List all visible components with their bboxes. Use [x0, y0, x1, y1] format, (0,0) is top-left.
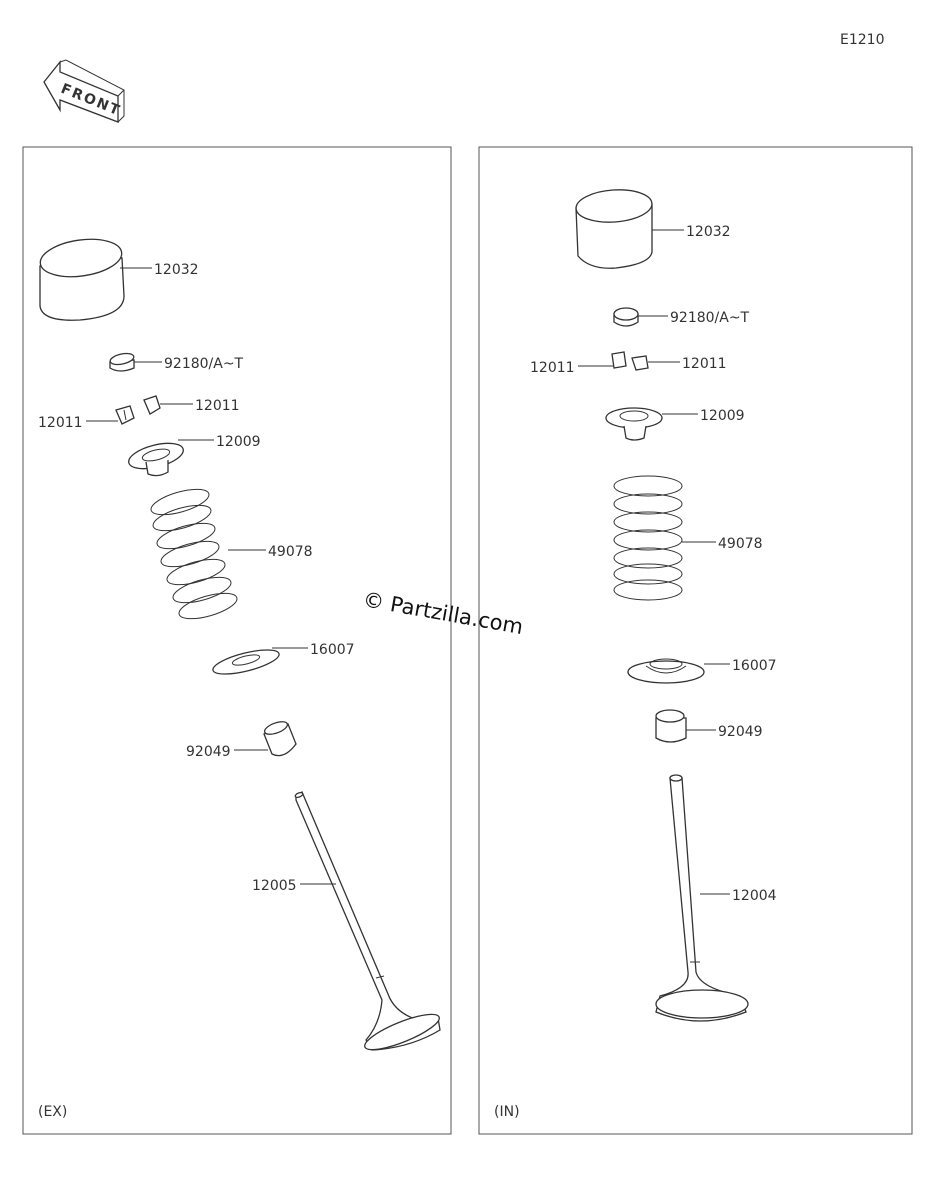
ex-spring-part: [150, 488, 238, 620]
ex-spring-seat-part: [212, 649, 280, 675]
in-retainer-label: 12009: [700, 408, 745, 424]
in-spring-label: 49078: [718, 536, 763, 552]
ex-cotter-right-label: 12011: [195, 398, 240, 414]
ex-oil-seal-part: [263, 721, 297, 757]
in-valve-label: 12004: [732, 888, 777, 904]
in-cotter-left-label: 12011: [530, 360, 575, 376]
in-oil-seal-part: [655, 709, 687, 743]
in-caption: (IN): [494, 1104, 520, 1120]
ex-spring-seat-label: 16007: [310, 642, 355, 658]
watermark: © Partzilla.com: [361, 587, 525, 639]
exhaust-panel-frame: [22, 146, 452, 1135]
diagram-code: E1210: [840, 32, 884, 48]
ex-retainer-label: 12009: [216, 434, 261, 450]
in-valve-part: [655, 774, 749, 1022]
front-arrow-icon: FRONT: [43, 59, 125, 123]
in-spring-seat-label: 16007: [732, 658, 777, 674]
ex-shim-part: [109, 352, 135, 372]
in-shim-part: [613, 307, 639, 327]
ex-lifter-label: 12032: [154, 262, 199, 278]
in-lifter-label: 12032: [686, 224, 731, 240]
in-cotter-right-part: [631, 355, 649, 371]
ex-spring-label: 49078: [268, 544, 313, 560]
ex-cotter-left-part: [115, 405, 135, 425]
ex-cotter-left-label: 12011: [38, 415, 83, 431]
intake-panel: 12032 92180/A~T 12011 12011 12009: [494, 189, 777, 1120]
in-retainer-part: [605, 407, 663, 441]
ex-oil-seal-label: 92049: [186, 744, 231, 760]
in-cotter-right-label: 12011: [682, 356, 727, 372]
in-spring-part: [613, 475, 683, 601]
intake-panel-frame: [478, 146, 913, 1135]
in-oil-seal-label: 92049: [718, 724, 763, 740]
ex-shim-label: 92180/A~T: [164, 356, 244, 372]
ex-valve-label: 12005: [252, 878, 297, 894]
ex-retainer-part: [128, 442, 184, 477]
in-cotter-left-part: [611, 351, 627, 369]
in-lifter-part: [575, 189, 653, 269]
in-spring-seat-part: [627, 658, 705, 684]
exhaust-panel: 12032 92180/A~T 12011 12011 12009: [38, 238, 441, 1120]
ex-caption: (EX): [38, 1104, 67, 1120]
ex-valve-part: [294, 791, 441, 1051]
ex-cotter-right-part: [143, 395, 161, 415]
in-shim-label: 92180/A~T: [670, 310, 750, 326]
ex-lifter-part: [39, 238, 125, 321]
